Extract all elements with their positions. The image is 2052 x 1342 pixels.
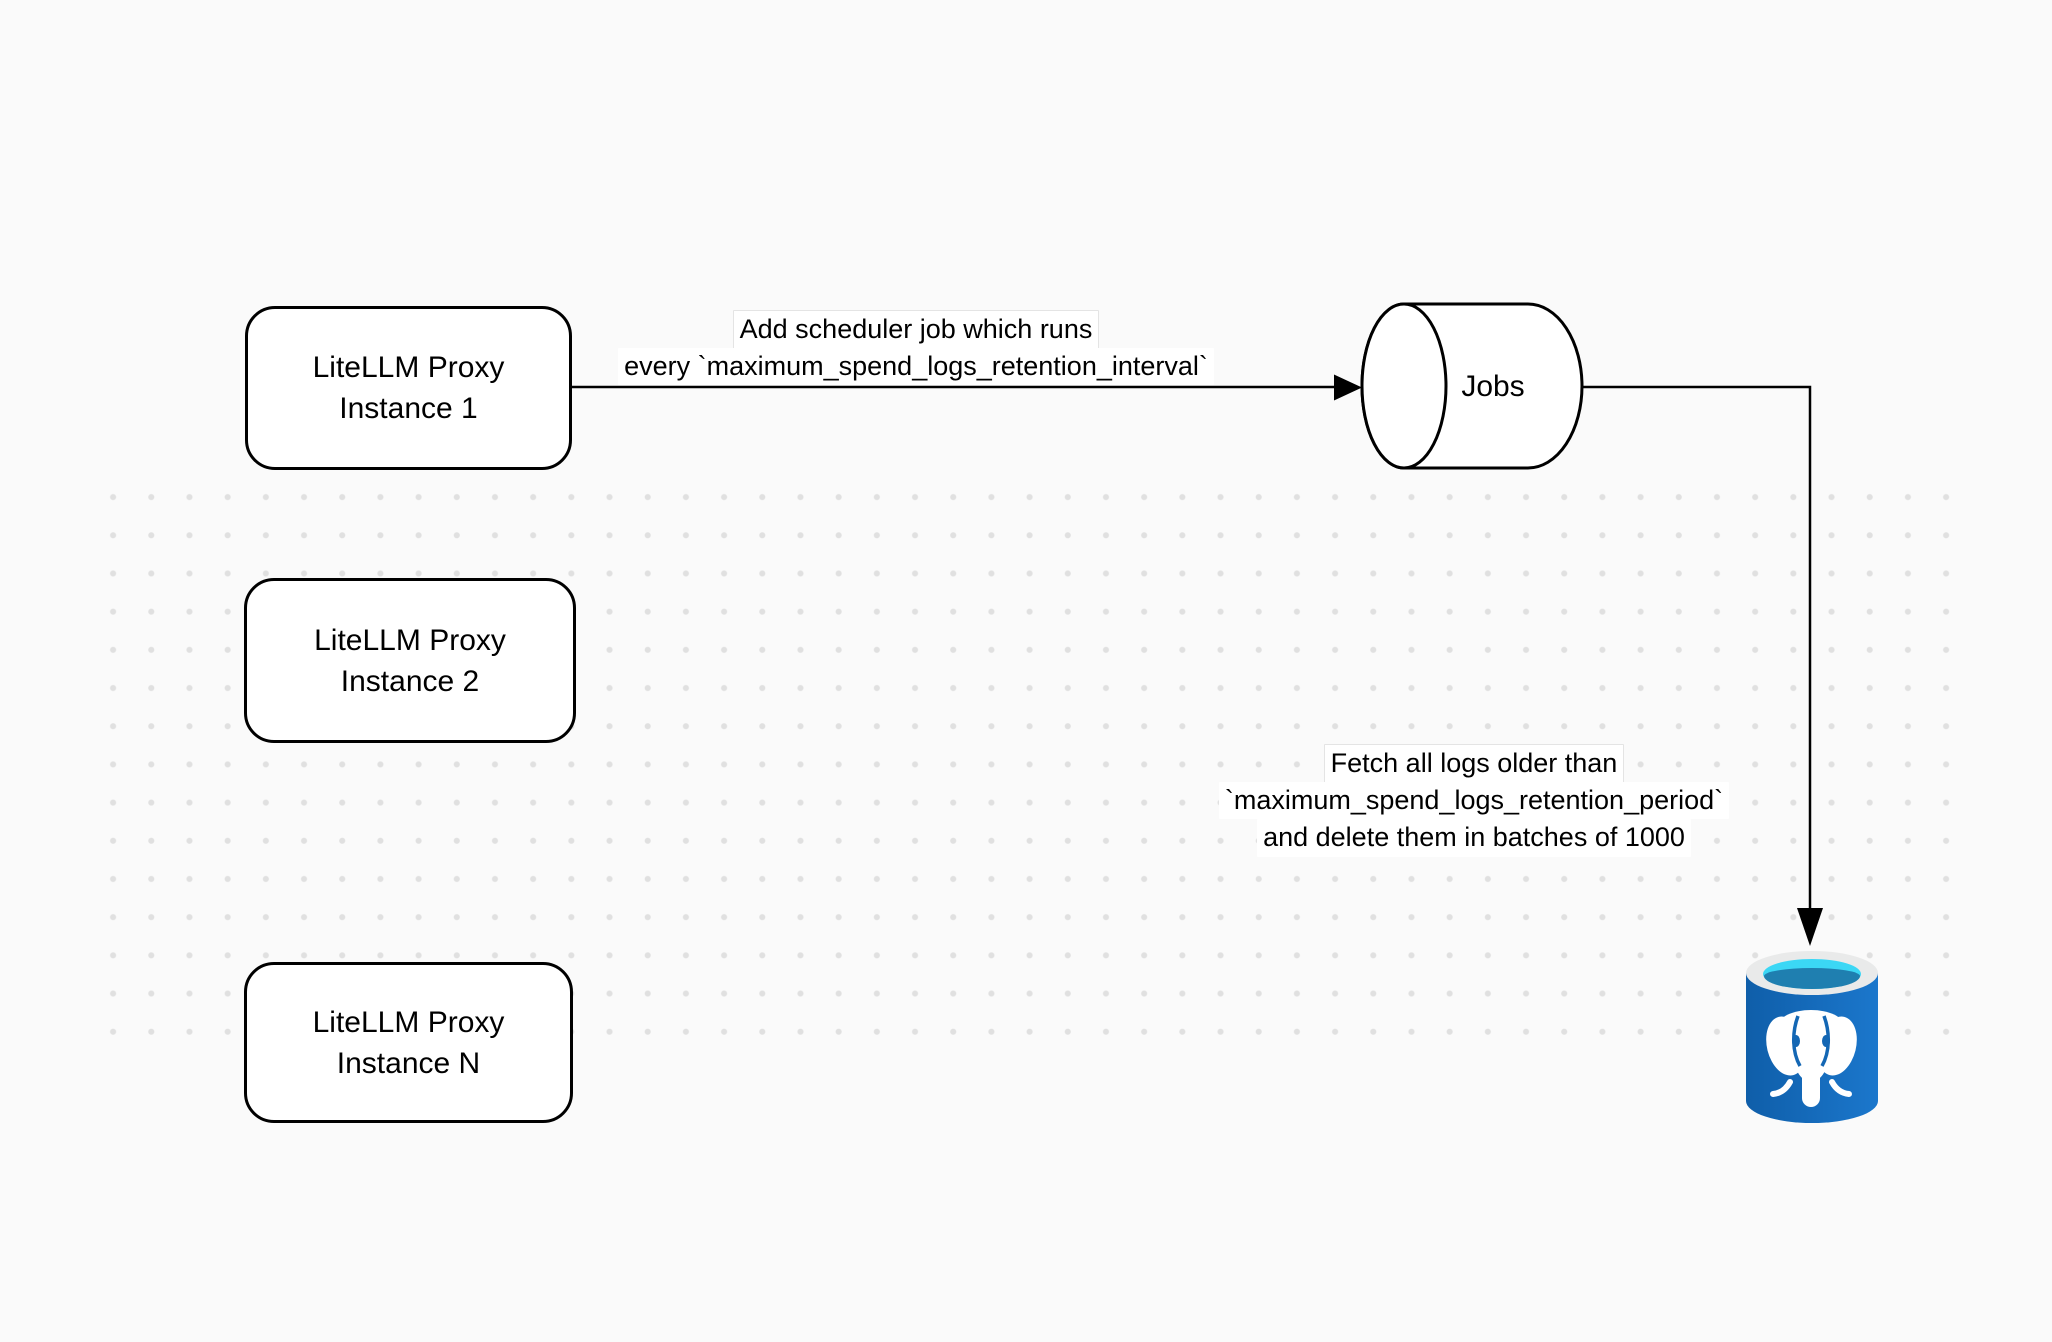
scheduler-edge-label: Add scheduler job which runs every `maxi… (596, 310, 1236, 385)
node-label-line: LiteLLM Proxy (314, 623, 506, 657)
postgresql-database-icon (1746, 951, 1878, 1123)
jobs-queue-label: Jobs (1461, 370, 1525, 403)
node-litellm-proxy-instance-n: LiteLLM Proxy Instance N (244, 962, 573, 1123)
edge-label-line: and delete them in batches of 1000 (1257, 819, 1691, 857)
node-litellm-proxy-instance-1: LiteLLM Proxy Instance 1 (245, 306, 572, 470)
node-label-line: Instance N (336, 1046, 481, 1080)
jobs-cylinder-shape (1360, 302, 1584, 470)
node-label-line: Instance 1 (339, 392, 478, 425)
db-top-water-shadow (1764, 968, 1860, 989)
node-label-line: Instance 2 (340, 664, 480, 698)
arrowhead-down-icon (1797, 908, 1823, 946)
node-label-line: LiteLLM Proxy (312, 1005, 505, 1039)
fetch-delete-edge-label: Fetch all logs older than `maximum_spend… (1154, 744, 1794, 857)
scheduler-arrow (572, 374, 1362, 401)
postgres-elephant-logo (1766, 1010, 1857, 1107)
node-litellm-proxy-instance-2: LiteLLM Proxy Instance 2 (244, 578, 576, 743)
dot-grid-background (94, 478, 1980, 1050)
edge-label-line: Fetch all logs older than (1323, 744, 1625, 784)
fetch-delete-arrow (1582, 385, 1823, 946)
edge-label-line: Add scheduler job which runs (732, 310, 1100, 350)
node-label-line: LiteLLM Proxy (312, 351, 505, 384)
arrowhead-right-icon (1334, 374, 1362, 401)
edge-label-line: `maximum_spend_logs_retention_period` (1218, 781, 1730, 819)
edge-label-line: every `maximum_spend_logs_retention_inte… (618, 347, 1214, 385)
